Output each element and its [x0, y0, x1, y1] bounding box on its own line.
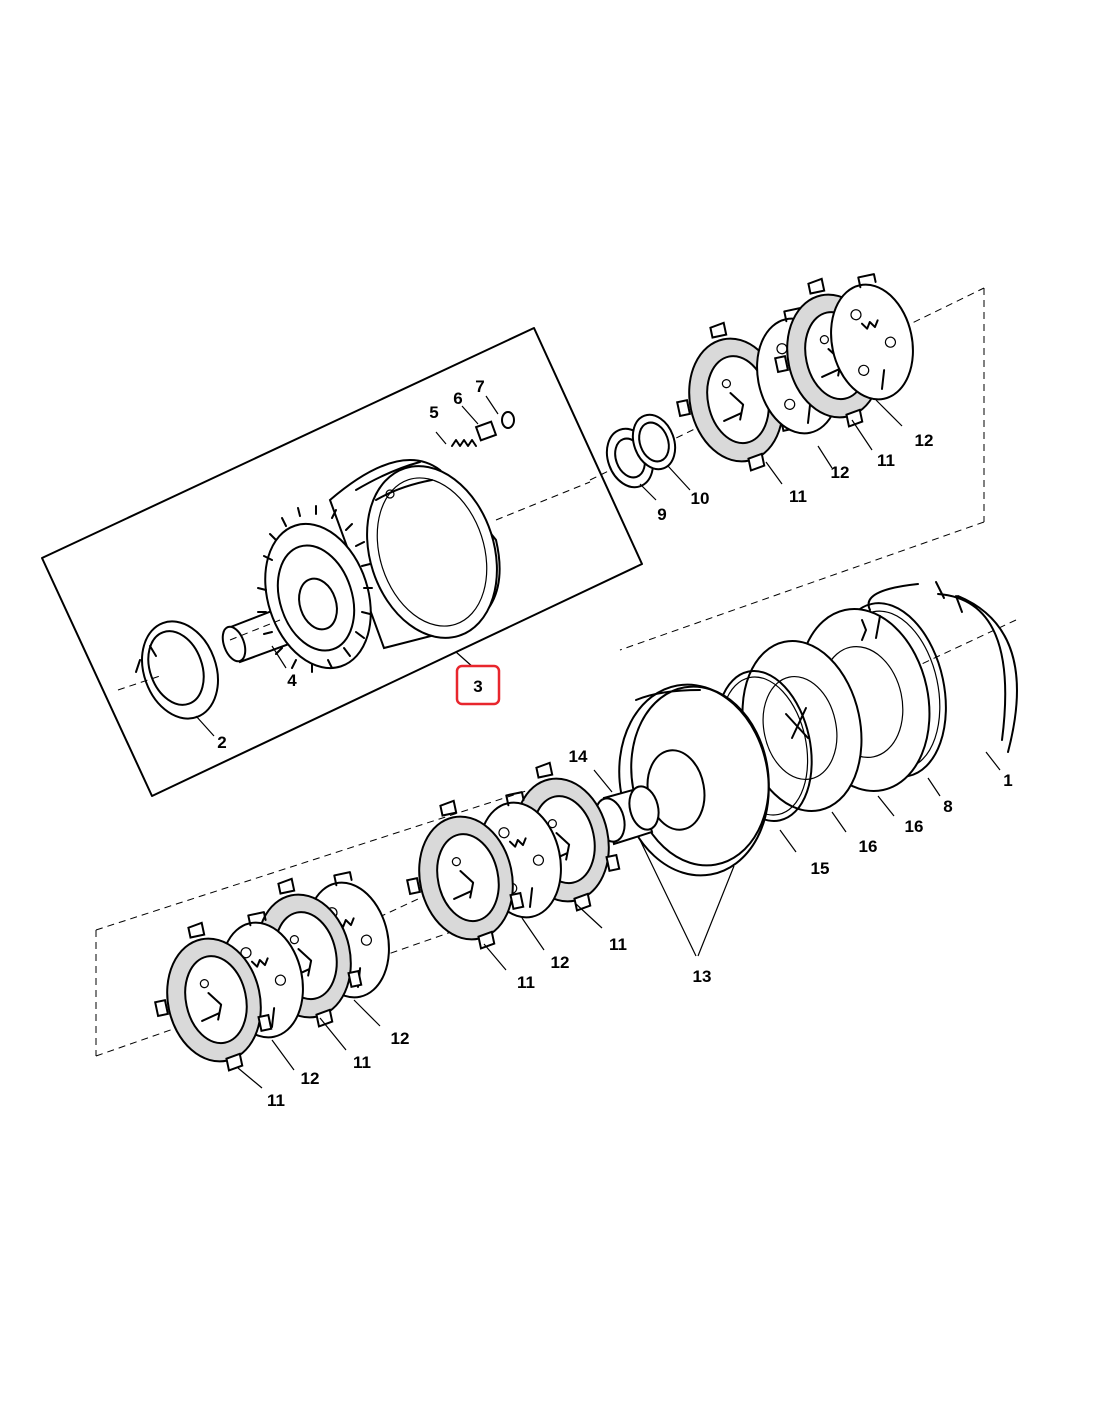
callout-11[interactable]: 11 — [267, 1091, 285, 1110]
callout-5[interactable]: 5 — [429, 403, 438, 422]
bushing-part — [631, 413, 677, 471]
callout-13[interactable]: 13 — [693, 967, 712, 986]
detent-spring-part — [451, 439, 477, 447]
callout-3[interactable]: 3 — [473, 677, 482, 696]
thrust-washer-part — [117, 620, 219, 720]
piston-part — [618, 683, 770, 877]
callout-11[interactable]: 11 — [789, 487, 807, 506]
hub-assembly-frame — [41, 327, 643, 797]
snap-ring-small-part — [501, 411, 515, 429]
callout-12[interactable]: 12 — [915, 431, 934, 450]
gear-drum-part — [229, 459, 591, 673]
callout-4[interactable]: 4 — [287, 671, 297, 690]
callout-3-highlight — [455, 664, 501, 706]
callout-7[interactable]: 7 — [475, 377, 484, 396]
callout-12[interactable]: 12 — [391, 1029, 410, 1048]
callout-9[interactable]: 9 — [657, 505, 666, 524]
callout-10[interactable]: 10 — [691, 489, 710, 508]
callout-labels: 1 2 3 4 5 6 7 8 9 10 11 11 11 11 11 11 1… — [217, 377, 1012, 1110]
callout-14[interactable]: 14 — [569, 747, 588, 766]
callout-1[interactable]: 1 — [1003, 771, 1012, 790]
callout-11[interactable]: 11 — [609, 935, 627, 954]
callout-15[interactable]: 15 — [811, 859, 830, 878]
detent-ball-part — [474, 420, 498, 442]
piston-bushing-part — [594, 785, 660, 846]
callout-11[interactable]: 11 — [517, 973, 535, 992]
callout-12[interactable]: 12 — [301, 1069, 320, 1088]
callout-16[interactable]: 16 — [905, 817, 924, 836]
snap-ring-large-part — [867, 581, 1018, 753]
callout-11[interactable]: 11 — [353, 1053, 371, 1072]
callout-12[interactable]: 12 — [551, 953, 570, 972]
leader-lines — [195, 395, 1001, 1089]
callout-11[interactable]: 11 — [877, 451, 895, 470]
callout-2[interactable]: 2 — [217, 733, 226, 752]
callout-8[interactable]: 8 — [943, 797, 952, 816]
callout-16[interactable]: 16 — [859, 837, 878, 856]
callout-12[interactable]: 12 — [831, 463, 850, 482]
callout-6[interactable]: 6 — [453, 389, 462, 408]
